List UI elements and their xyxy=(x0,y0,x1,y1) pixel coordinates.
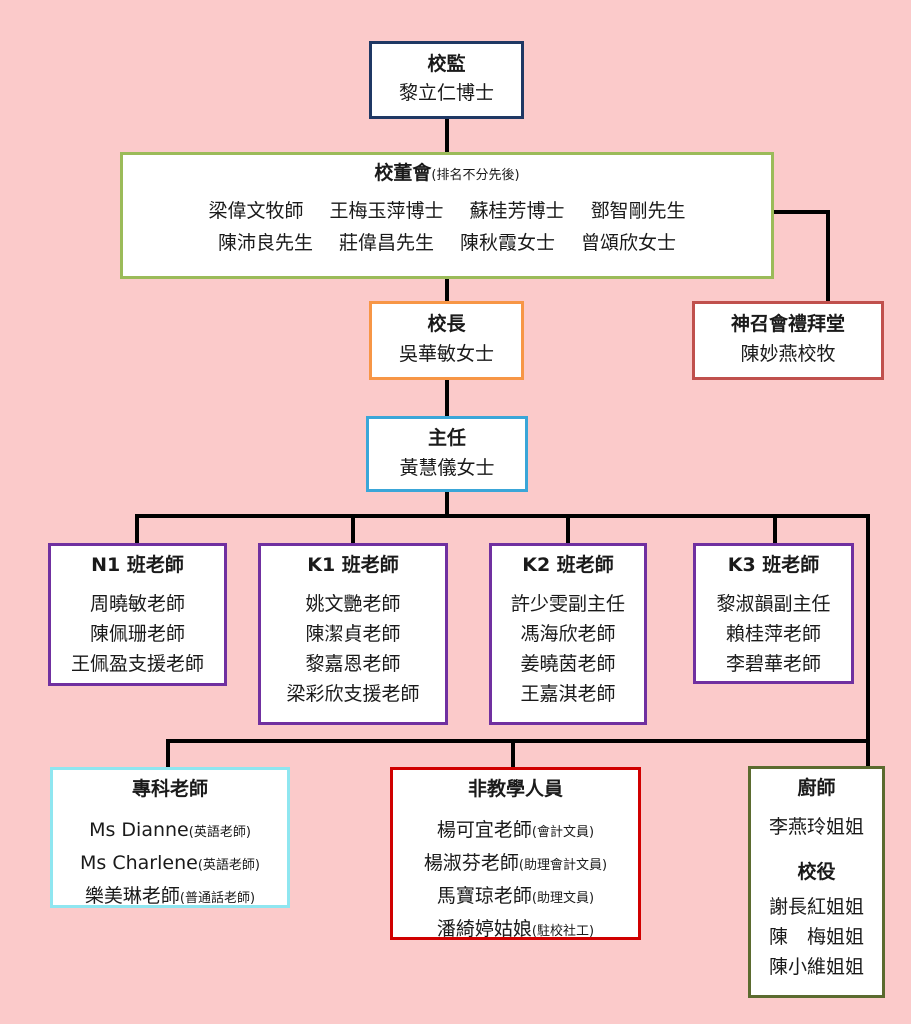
member-role: (駐校社工) xyxy=(531,924,595,939)
class-member: 許少雯副主任 xyxy=(510,593,625,615)
member-name: 樂美琳老師 xyxy=(84,885,180,907)
member-name: Ms Charlene xyxy=(80,852,198,874)
specialist-member: Ms Dianne(英語老師) xyxy=(53,815,287,848)
janitor-member: 陳 梅姐姐 xyxy=(768,926,864,948)
class-box-k2: K2 班老師 許少雯副主任 馮海欣老師 姜曉茵老師 王嘉淇老師 xyxy=(489,543,647,725)
janitor-member: 陳小維姐姐 xyxy=(768,956,864,978)
class-title: K2 班老師 xyxy=(522,554,614,576)
member-role: (助理文員) xyxy=(531,891,595,906)
member-role: (會計文員) xyxy=(531,825,595,840)
board-member: 梁偉文牧師 xyxy=(208,200,304,222)
specialist-title: 專科老師 xyxy=(131,778,208,800)
class-title: N1 班老師 xyxy=(91,554,184,576)
board-title-text: 校董會 xyxy=(374,162,432,184)
member-role: (英語老師) xyxy=(188,825,251,840)
principal-title: 校長 xyxy=(427,313,466,335)
class-box-k1: K1 班老師 姚文艷老師 陳潔貞老師 黎嘉恩老師 梁彩欣支援老師 xyxy=(258,543,448,725)
member-role: (英語老師) xyxy=(197,858,260,873)
class-member: 姜曉茵老師 xyxy=(520,653,616,675)
staff-member: 馬寶琼老師(助理文員) xyxy=(393,881,638,914)
member-name: 潘綺婷姑娘 xyxy=(436,918,532,940)
kitchen-box: 廚師 李燕玲姐姐 校役 謝長紅姐姐 陳 梅姐姐 陳小維姐姐 xyxy=(748,766,885,998)
board-member: 蘇桂芳博士 xyxy=(469,200,565,222)
church-title: 神召會禮拜堂 xyxy=(730,313,845,335)
member-role: (助理會計文員) xyxy=(518,858,608,873)
class-title: K1 班老師 xyxy=(307,554,399,576)
non-teaching-box: 非教學人員 楊可宜老師(會計文員) 楊淑芬老師(助理會計文員) 馬寶琼老師(助理… xyxy=(390,767,641,940)
church-box: 神召會禮拜堂 陳妙燕校牧 xyxy=(692,301,884,380)
class-member: 王佩盈支援老師 xyxy=(70,653,204,675)
principal-box: 校長 吳華敏女士 xyxy=(369,301,524,380)
specialist-box: 專科老師 Ms Dianne(英語老師) Ms Charlene(英語老師) 樂… xyxy=(50,767,290,908)
member-name: 馬寶琼老師 xyxy=(436,885,532,907)
board-member: 曾頌欣女士 xyxy=(581,232,677,254)
member-name: Ms Dianne xyxy=(89,819,189,841)
board-row-1: 梁偉文牧師 王梅玉萍博士 蘇桂芳博士 鄧智剛先生 xyxy=(123,196,771,226)
class-member: 陳潔貞老師 xyxy=(305,623,401,645)
class-member: 周曉敏老師 xyxy=(89,593,185,615)
board-row-2: 陳沛良先生 莊偉昌先生 陳秋霞女士 曾頌欣女士 xyxy=(123,228,771,258)
member-name: 楊淑芬老師 xyxy=(423,852,519,874)
specialist-member: Ms Charlene(英語老師) xyxy=(53,848,287,881)
board-member: 鄧智剛先生 xyxy=(590,200,686,222)
director-name: 黃慧儀女士 xyxy=(399,457,495,479)
class-member: 王嘉淇老師 xyxy=(520,683,616,705)
janitor-title: 校役 xyxy=(797,861,836,883)
class-member: 黎淑韻副主任 xyxy=(716,593,831,615)
church-name: 陳妙燕校牧 xyxy=(740,343,836,365)
board-title: 校董會(排名不分先後) xyxy=(123,161,771,188)
staff-member: 楊淑芬老師(助理會計文員) xyxy=(393,848,638,881)
board-note: (排名不分先後) xyxy=(431,168,520,183)
supervisor-box: 校監 黎立仁博士 xyxy=(369,41,524,119)
class-box-n1: N1 班老師 周曉敏老師 陳佩珊老師 王佩盈支援老師 xyxy=(48,543,227,686)
class-member: 梁彩欣支援老師 xyxy=(286,683,420,705)
director-box: 主任 黃慧儀女士 xyxy=(366,416,528,492)
cook-name: 李燕玲姐姐 xyxy=(768,816,864,838)
janitor-member: 謝長紅姐姐 xyxy=(768,896,864,918)
specialist-member: 樂美琳老師(普通話老師) xyxy=(53,881,287,914)
supervisor-title: 校監 xyxy=(427,53,466,75)
board-member: 陳秋霞女士 xyxy=(460,232,556,254)
class-title: K3 班老師 xyxy=(727,554,820,576)
class-member: 黎嘉恩老師 xyxy=(305,653,401,675)
cook-title: 廚師 xyxy=(797,777,836,799)
principal-name: 吳華敏女士 xyxy=(398,343,494,365)
board-box: 校董會(排名不分先後) 梁偉文牧師 王梅玉萍博士 蘇桂芳博士 鄧智剛先生 陳沛良先生 莊… xyxy=(120,152,774,279)
board-member: 陳沛良先生 xyxy=(217,232,313,254)
director-title: 主任 xyxy=(427,427,466,449)
class-member: 馮海欣老師 xyxy=(520,623,616,645)
non-teaching-title: 非教學人員 xyxy=(467,778,563,800)
class-member: 賴桂萍老師 xyxy=(725,623,821,645)
class-member: 姚文艷老師 xyxy=(305,593,401,615)
staff-member: 潘綺婷姑娘(駐校社工) xyxy=(393,914,638,947)
board-member: 莊偉昌先生 xyxy=(338,232,434,254)
class-box-k3: K3 班老師 黎淑韻副主任 賴桂萍老師 李碧華老師 xyxy=(693,543,854,684)
member-name: 楊可宜老師 xyxy=(436,819,532,841)
supervisor-name: 黎立仁博士 xyxy=(398,82,494,104)
staff-member: 楊可宜老師(會計文員) xyxy=(393,815,638,848)
board-member: 王梅玉萍博士 xyxy=(329,200,444,222)
member-role: (普通話老師) xyxy=(179,891,256,906)
class-member: 李碧華老師 xyxy=(725,653,821,675)
class-member: 陳佩珊老師 xyxy=(89,623,185,645)
